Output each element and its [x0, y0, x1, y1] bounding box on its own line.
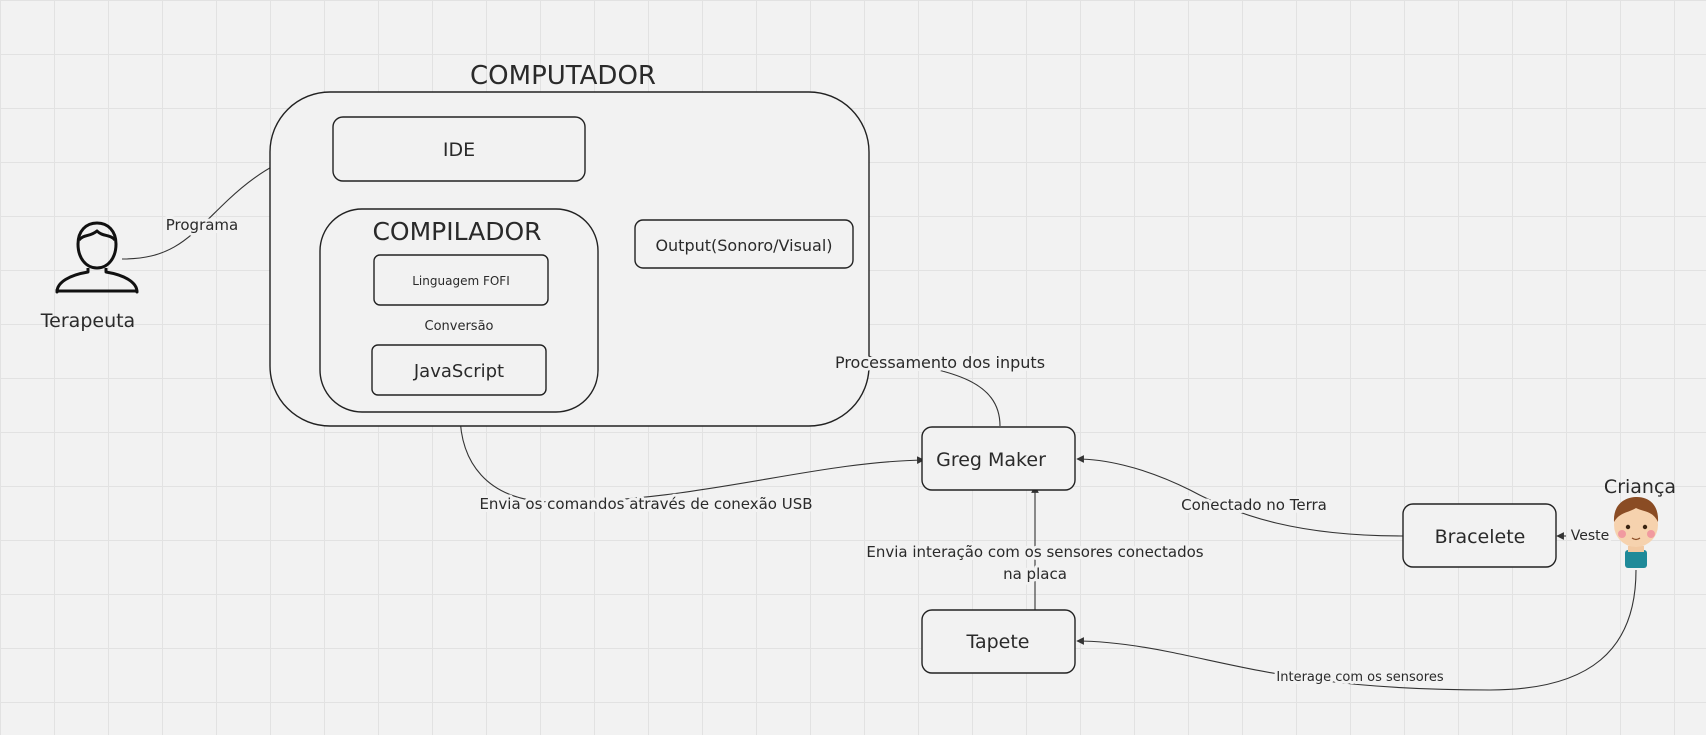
- edge-label-processamento: Processamento dos inputs: [835, 353, 1045, 372]
- actor-crianca-label: Criança: [1604, 476, 1676, 498]
- node-tapete[interactable]: Tapete: [921, 609, 1076, 674]
- node-greg-maker-label: Greg Maker: [936, 449, 1046, 471]
- edge-label-envia-interacao-line2: na placa: [1003, 565, 1067, 583]
- group-compilador-label: COMPILADOR: [372, 217, 541, 246]
- actor-terapeuta-label: Terapeuta: [40, 310, 135, 332]
- edge-label-conectado-terra: Conectado no Terra: [1181, 496, 1327, 514]
- actor-terapeuta[interactable]: Terapeuta: [40, 221, 139, 332]
- node-linguagem-fofi[interactable]: Linguagem FOFI: [373, 254, 549, 306]
- person-outline-icon: [55, 221, 139, 294]
- actor-crianca[interactable]: Criança: [1604, 476, 1676, 568]
- node-output[interactable]: Output(Sonoro/Visual): [634, 219, 854, 269]
- node-linguagem-fofi-label: Linguagem FOFI: [412, 274, 510, 288]
- group-computador-label: COMPUTADOR: [470, 61, 656, 91]
- edge-label-conversao: Conversão: [425, 319, 494, 334]
- edge-conectado-terra[interactable]: [1076, 455, 1404, 537]
- node-javascript[interactable]: JavaScript: [371, 344, 547, 396]
- edge-label-interage: Interage com os sensores: [1276, 670, 1443, 685]
- node-javascript-label: JavaScript: [413, 361, 504, 382]
- edge-envia-usb[interactable]: [459, 412, 925, 503]
- node-greg-maker[interactable]: Greg Maker: [921, 426, 1076, 491]
- edge-label-programa: Programa: [166, 216, 238, 234]
- node-ide[interactable]: IDE: [332, 116, 586, 182]
- edge-interage[interactable]: [1076, 569, 1637, 691]
- node-ide-label: IDE: [443, 139, 475, 161]
- child-avatar-icon: [1613, 497, 1659, 568]
- edge-label-veste: Veste: [1571, 528, 1610, 544]
- node-bracelete[interactable]: Bracelete: [1402, 503, 1557, 568]
- node-tapete-label: Tapete: [966, 631, 1030, 653]
- edge-label-envia-interacao-line1: Envia interação com os sensores conectad…: [866, 543, 1203, 561]
- edge-label-envia-usb: Envia os comandos através de conexão USB: [479, 495, 812, 513]
- node-output-label: Output(Sonoro/Visual): [655, 236, 832, 255]
- node-bracelete-label: Bracelete: [1435, 526, 1526, 548]
